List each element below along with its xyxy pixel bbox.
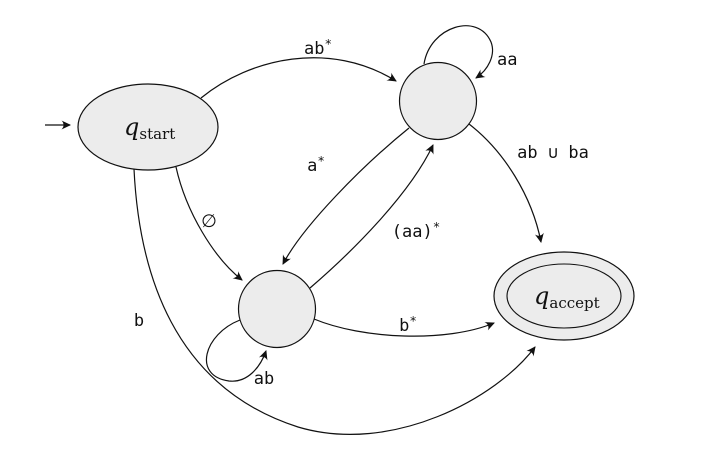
edge-bottom-to-qaccept (313, 318, 495, 337)
state-q-start: qstart (77, 83, 219, 171)
state-q-accept-label: qaccept (534, 282, 600, 312)
state-q-accept-outer-ring (493, 251, 635, 341)
edge-label-aa: aa (497, 50, 517, 70)
edge-top-to-qaccept (468, 123, 544, 243)
edge-qstart-to-bottom (175, 166, 243, 281)
state-q-start-label: qstart (124, 113, 175, 143)
edge-label-ab-union-ba: ab ∪ ba (517, 143, 589, 163)
edge-bottom-self-loop (205, 319, 268, 382)
state-q-accept: qaccept (493, 251, 635, 341)
state-bottom-shape (237, 269, 317, 349)
state-q-start-shape (77, 83, 219, 171)
edge-label-ab-star: ab* (304, 36, 332, 59)
state-q-accept-inner-ring (506, 263, 622, 329)
edge-label-b: b (134, 311, 144, 331)
edge-label-ab: ab (254, 369, 274, 389)
edge-top-self-loop (423, 25, 494, 79)
edge-label-a-star: a* (307, 153, 325, 176)
edge-qstart-to-top (200, 57, 397, 99)
edge-label-aa-paren-star: (aa)* (392, 219, 440, 242)
state-bottom (237, 269, 317, 349)
edge-bottom-to-top (309, 144, 434, 289)
edge-label-b-star: b* (399, 313, 417, 336)
state-top (398, 61, 478, 141)
edge-top-to-bottom (282, 127, 410, 265)
state-top-shape (398, 61, 478, 141)
edge-label-empty-set: ∅ (201, 211, 217, 232)
edge-qstart-to-qaccept (133, 168, 536, 435)
